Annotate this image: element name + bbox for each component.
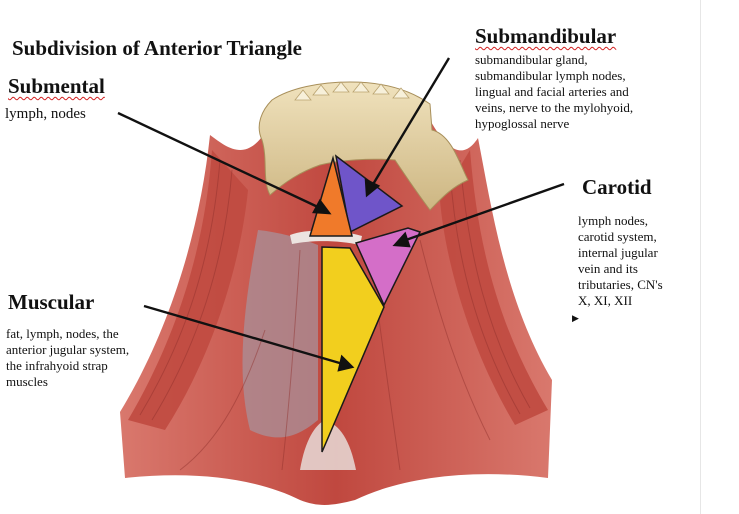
carotid-line: lymph nodes, (578, 213, 649, 228)
submandibular-line: submandibular lymph nodes, (475, 68, 626, 83)
submandibular-contents: submandibular gland, submandibular lymph… (475, 52, 705, 132)
carotid-triangle (354, 227, 422, 307)
carotid-line: tributaries, CN's (578, 277, 663, 292)
submental-triangle (308, 155, 353, 237)
muscular-line: the infrahyoid strap (6, 358, 108, 373)
muscular-line: anterior jugular system, (6, 342, 130, 357)
muscular-heading: Muscular (8, 290, 95, 314)
submandibular-heading: Submandibular (475, 24, 617, 48)
carotid-line: carotid system, (578, 229, 657, 244)
carotid-heading: Carotid (582, 175, 652, 199)
muscular-line: fat, lymph, nodes, the (6, 326, 119, 341)
submental-heading: Submental (8, 74, 105, 98)
carotid-line: X, XI, XII (578, 293, 633, 308)
fascia-region (242, 230, 318, 438)
submandibular-line: hypoglossal nerve (475, 116, 570, 131)
muscular-triangle (321, 246, 385, 453)
submandibular-line: lingual and facial arteries and (475, 84, 629, 99)
carotid-line: vein and its (578, 261, 638, 276)
clavicle-tendons (300, 420, 356, 470)
carotid-line: internal jugular (578, 245, 658, 260)
muscular-line: muscles (6, 374, 48, 389)
muscle-striations (139, 159, 531, 471)
submandibular-line: veins, nerve to the mylohyoid, (475, 100, 634, 115)
submandibular-line: submandibular gland, (475, 52, 588, 67)
pointer-lines (117, 57, 565, 372)
carotid-contents: lymph nodes, carotid system, internal ju… (578, 213, 708, 309)
bullet-arrow-icon: ▶ (572, 313, 579, 323)
page-title: Subdivision of Anterior Triangle (12, 36, 302, 60)
submental-contents: lymph, nodes (5, 106, 86, 122)
muscular-contents: fat, lymph, nodes, the anterior jugular … (6, 326, 166, 390)
left-scm-muscle (128, 150, 248, 430)
page-edge (700, 0, 701, 514)
teeth (294, 81, 410, 101)
